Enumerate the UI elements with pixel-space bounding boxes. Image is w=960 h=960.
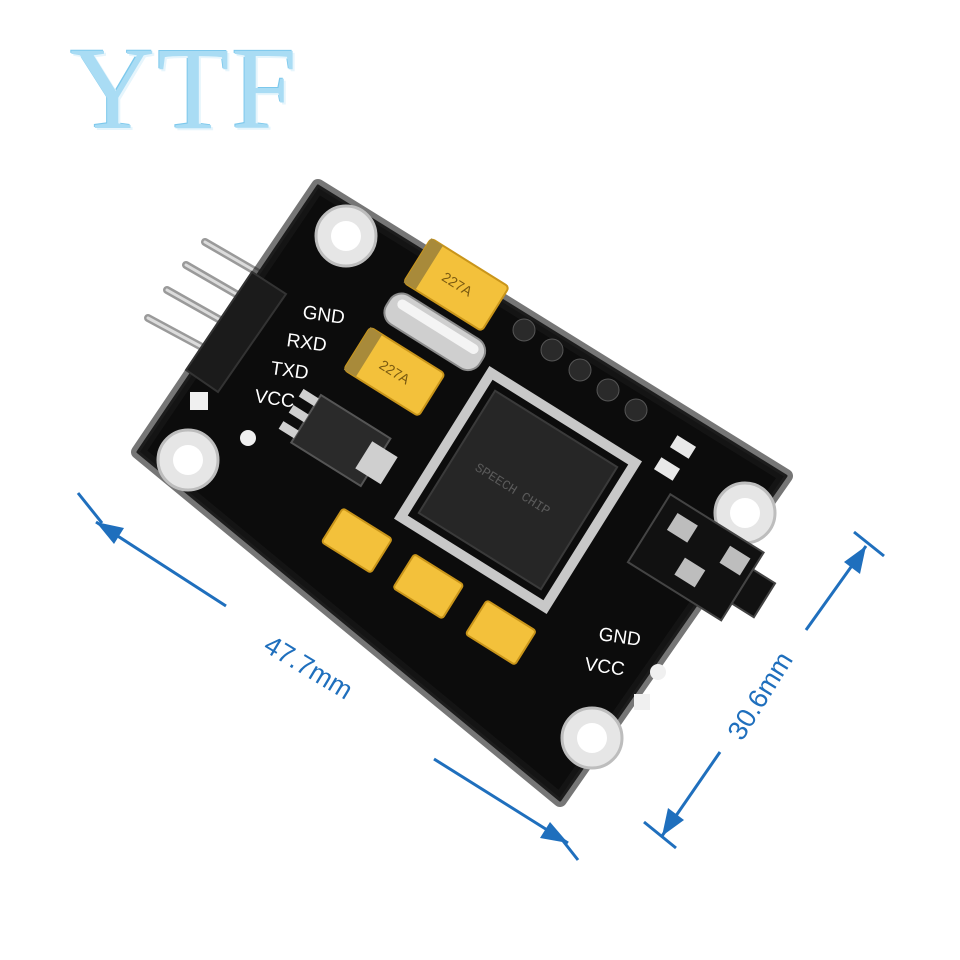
header-pin-labels: GND RXD TXD VCC — [253, 302, 346, 412]
capacitor-1: 227A — [403, 238, 509, 331]
mounting-holes — [156, 204, 777, 770]
pad-round — [240, 430, 256, 446]
female-header-row — [512, 318, 648, 422]
voltage-regulator — [278, 388, 398, 488]
pad-square — [190, 392, 208, 410]
led-1 — [669, 435, 697, 459]
capacitor-4 — [393, 554, 464, 619]
audio-jack — [626, 492, 777, 622]
width-label: 30.6mm — [722, 647, 799, 746]
capacitor-2: 227A — [343, 327, 445, 416]
width-dimension — [643, 530, 885, 850]
power-pin-labels: GND VCC — [583, 624, 666, 710]
pin-label-txd: TXD — [269, 358, 310, 384]
main-ic-chip: SPEECH CHIP — [393, 365, 643, 615]
power-pad-square — [634, 694, 650, 710]
length-label: 47.7mm — [259, 629, 358, 705]
header-connector — [184, 270, 288, 394]
brand-logo-text: YTF — [70, 23, 299, 154]
led-2 — [653, 457, 681, 481]
capacitor-5 — [465, 600, 536, 665]
length-dimension — [76, 492, 580, 861]
crystal-oscillator — [383, 292, 487, 372]
power-pad-round — [650, 664, 666, 680]
capacitor-3 — [321, 508, 392, 573]
